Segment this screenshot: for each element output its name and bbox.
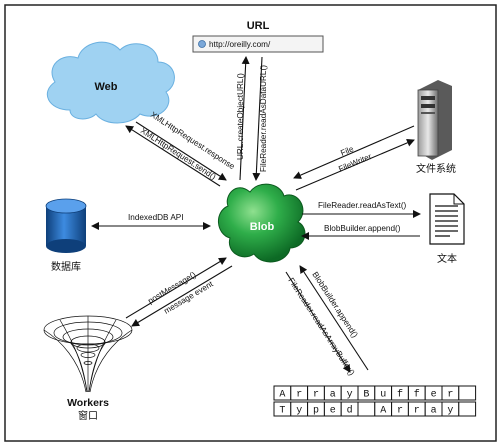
blob-icon xyxy=(218,183,306,263)
text-label: 文本 xyxy=(437,252,457,265)
buffer-cell-char: r xyxy=(313,390,319,401)
label-read-as-text: FileReader.readAsText() xyxy=(318,201,407,210)
arrow-url-to-blob xyxy=(252,56,263,181)
buffer-cell-char: d xyxy=(347,405,353,417)
database-icon xyxy=(45,198,87,253)
buffer-cell-char: f xyxy=(414,389,420,401)
blob-label: Blob xyxy=(250,221,275,233)
filesystem-label: 文件系统 xyxy=(416,162,456,175)
url-node: URL http://oreilly.com/ xyxy=(192,20,324,53)
url-address: http://oreilly.com/ xyxy=(209,40,271,49)
buffer-cell xyxy=(458,401,477,417)
buffer-cell-char: y xyxy=(347,390,353,401)
label-read-as-data-url: FileReader.readAsDataURL() xyxy=(259,65,268,172)
buffer-cell-char: A xyxy=(380,406,386,417)
label-indexeddb-api: IndexedDB API xyxy=(128,213,184,222)
cloud-icon xyxy=(46,41,175,124)
arrow-web-to-blob xyxy=(125,125,221,187)
blob-node: Blob xyxy=(218,183,306,263)
buffer-cell-char: p xyxy=(313,406,319,417)
web-node: Web xyxy=(46,41,175,124)
url-bar xyxy=(192,35,324,53)
vortex-icon xyxy=(43,315,133,393)
buffer-cell-char: T xyxy=(279,406,285,417)
document-icon xyxy=(429,193,465,245)
buffer-cell-char: e xyxy=(431,390,437,401)
text-node: 文本 xyxy=(429,193,465,265)
filesystem-node: 文件系统 xyxy=(416,80,456,175)
buffer-cell-char: a xyxy=(431,406,437,417)
web-label: Web xyxy=(94,81,117,93)
buffer-cell-char: f xyxy=(397,389,403,401)
label-create-object-url: URL.createObjectURL() xyxy=(236,73,245,160)
buffer-cell xyxy=(357,401,376,417)
arrow-blob-to-web xyxy=(135,121,227,181)
buffer-cell-char: B xyxy=(363,390,369,401)
server-icon xyxy=(417,80,452,160)
globe-icon xyxy=(198,40,206,48)
buffer-cell-char: u xyxy=(380,390,386,401)
database-label: 数据库 xyxy=(51,260,81,273)
label-builder-append-text: BlobBuilder.append() xyxy=(324,224,401,233)
arrow-blob-to-workers xyxy=(131,265,233,327)
buffer-cell-char: y xyxy=(447,406,453,417)
arrow-blob-to-url xyxy=(239,56,250,181)
arrow-blob-to-buffer xyxy=(285,271,351,373)
buffer-cell xyxy=(458,385,477,401)
buffer-cell-char: e xyxy=(330,406,336,417)
window-label: 窗口 xyxy=(78,409,98,422)
buffer-cell-char: r xyxy=(397,406,403,417)
indexeddb-node: 数据库 xyxy=(45,198,87,273)
arrow-buffer-to-blob xyxy=(299,265,369,371)
workers-label: Workers xyxy=(67,397,109,409)
buffer-cell-char: a xyxy=(330,390,336,401)
arrow-blob-to-filesystem xyxy=(295,139,415,191)
buffer-cell-char: A xyxy=(279,390,285,401)
url-title: URL xyxy=(247,20,270,32)
buffer-cell-char: y xyxy=(296,406,302,417)
arrow-filesystem-to-blob xyxy=(293,125,415,179)
buffer-cell-char: r xyxy=(296,390,302,401)
arrow-workers-to-blob xyxy=(125,257,227,319)
buffer-cell-char: r xyxy=(414,406,420,417)
workers-node: Workers 窗口 xyxy=(43,315,133,422)
buffer-cell-char: r xyxy=(447,390,453,401)
